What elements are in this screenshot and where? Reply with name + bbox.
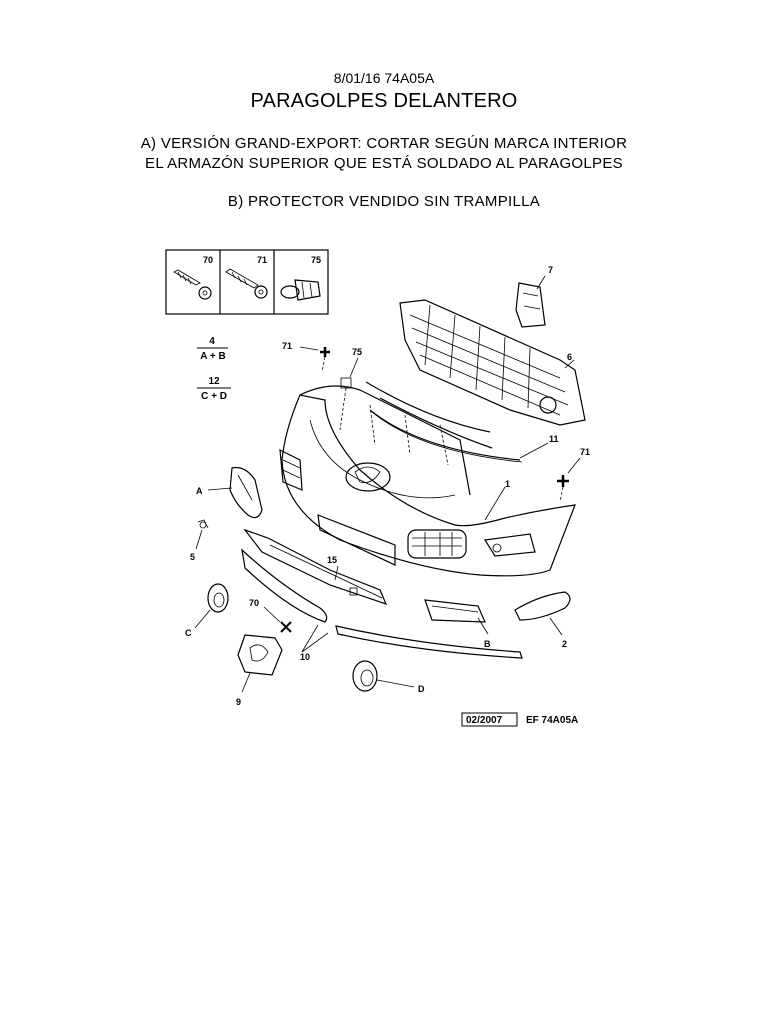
callout-71-right: 71 <box>580 447 590 457</box>
fastener-table-frame <box>165 249 329 315</box>
footer-date-code: 02/2007 <box>466 715 503 726</box>
note-b: B) PROTECTOR VENDIDO SIN TRAMPILLA <box>227 193 541 210</box>
screw-71-icon <box>225 268 268 299</box>
clip-75-icon <box>280 279 321 301</box>
part-15-lower-beam <box>243 528 388 606</box>
fastener-70-marker <box>263 606 292 633</box>
callout-70: 70 <box>249 598 259 608</box>
part-1-bumper <box>279 385 576 577</box>
footer-date-box <box>461 712 518 727</box>
page-title: PARAGOLPES DELANTERO <box>250 90 518 112</box>
part-11-trim-strips <box>365 381 549 463</box>
quantity-parts: A + B <box>200 351 225 362</box>
callout-a: A <box>196 486 203 496</box>
fastener-71-label: 71 <box>257 255 267 265</box>
part-10-lower-spoiler <box>241 548 523 659</box>
callout-75: 75 <box>352 347 362 357</box>
callout-7: 7 <box>548 265 553 275</box>
fastener-71-right <box>557 457 581 503</box>
part-9-bracket <box>237 634 283 693</box>
callout-9: 9 <box>236 697 241 707</box>
note-a-line-2: EL ARMAZÓN SUPERIOR QUE ESTÁ SOLDADO AL … <box>145 155 623 172</box>
part-c-cap <box>194 583 229 629</box>
callout-15: 15 <box>327 555 337 565</box>
callout-2: 2 <box>562 639 567 649</box>
quantity-parts: C + D <box>201 391 227 402</box>
callout-b: B <box>484 639 491 649</box>
callout-d: D <box>418 684 425 694</box>
callout-10: 10 <box>300 652 310 662</box>
document-code: 8/01/16 74A05A <box>333 70 435 86</box>
screw-70-icon <box>173 269 212 300</box>
part-5-clip <box>195 519 209 550</box>
quantity-note-2: 12 C + D <box>197 376 231 402</box>
fastener-70-label: 70 <box>203 255 213 265</box>
fastener-table: 70 71 75 <box>165 249 329 315</box>
fastener-75-label: 75 <box>311 255 321 265</box>
part-2-side-cover <box>514 591 571 636</box>
callout-71-left: 71 <box>282 341 292 351</box>
quantity-count: 12 <box>208 376 220 387</box>
quantity-note-1: 4 A + B <box>197 336 228 362</box>
callout-6: 6 <box>567 352 572 362</box>
note-a-line-1: A) VERSIÓN GRAND-EXPORT: CORTAR SEGÚN MA… <box>140 135 628 152</box>
part-d-cap <box>352 660 415 692</box>
footer-ref-code: EF 74A05A <box>526 715 578 726</box>
callout-11: 11 <box>549 434 559 444</box>
part-7-bracket <box>515 275 546 328</box>
fastener-71-left <box>299 346 330 373</box>
quantity-count: 4 <box>209 336 215 347</box>
callout-5: 5 <box>190 552 195 562</box>
part-b-fog-cover <box>424 599 489 635</box>
footer-reference: 02/2007 EF 74A05A <box>461 712 578 727</box>
callout-1: 1 <box>505 479 510 489</box>
callout-c: C <box>185 628 192 638</box>
part-75-reference <box>339 357 449 466</box>
part-6-grille <box>399 299 586 426</box>
part-a-side-cover <box>207 466 263 519</box>
